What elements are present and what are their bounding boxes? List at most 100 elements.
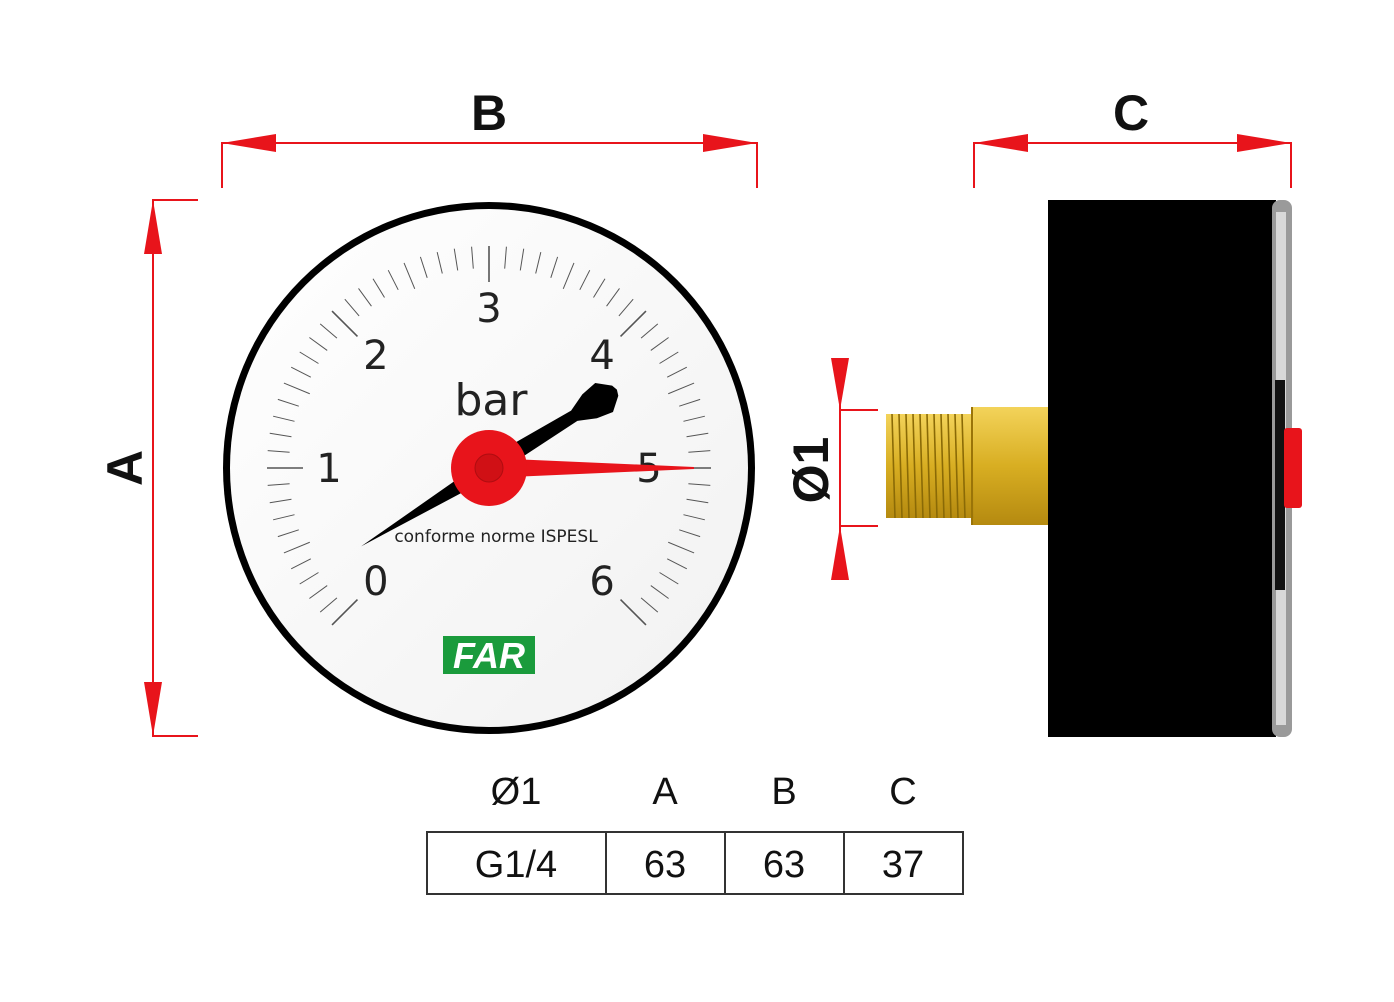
thread-groove <box>912 413 917 519</box>
gauge-tick <box>436 252 443 274</box>
table-header-thread: Ø1 <box>491 771 542 813</box>
gauge-tick <box>686 432 709 438</box>
gauge-tick <box>269 432 292 438</box>
dimension-c-arrow-right <box>1237 134 1291 152</box>
gauge-tick <box>273 415 295 422</box>
dimension-c-label: C <box>1113 85 1149 141</box>
gauge-tick <box>504 246 507 269</box>
table-border <box>426 831 964 895</box>
gauge-tick <box>659 572 679 585</box>
dimension-a-arrow-top <box>144 200 162 254</box>
gauge-tick <box>277 529 299 538</box>
gauge-scale-label: 4 <box>589 333 614 379</box>
gauge-tick <box>606 288 620 307</box>
thread-groove <box>933 413 938 519</box>
table-header-c: C <box>889 771 916 813</box>
gauge-tick <box>535 252 542 274</box>
gauge-tick <box>666 366 688 378</box>
gauge-norm-text: conforme norme ISPESL <box>394 527 598 547</box>
thread-groove <box>926 413 931 519</box>
gauge-tick <box>683 415 705 422</box>
logo-background <box>443 636 535 674</box>
gauge-pointer-side <box>1275 380 1285 590</box>
dimension-a: A <box>97 199 198 737</box>
gauge-scale-label: 2 <box>363 333 388 379</box>
dimension-thread-arrow-top <box>831 358 849 410</box>
gauge-tick <box>269 498 292 504</box>
gauge-tick <box>593 278 606 298</box>
gauge-tick <box>358 288 372 307</box>
gauge-tick <box>688 450 711 453</box>
dimensions-table: Ø1 A B C G1/4 63 63 37 <box>426 771 964 895</box>
connector-hex <box>972 407 1050 525</box>
table-cell-a: 63 <box>644 844 686 886</box>
gauge-tick <box>679 398 701 407</box>
gauge-tick <box>372 278 385 298</box>
dimension-b-label: B <box>471 85 507 141</box>
gauge-tick <box>299 351 319 364</box>
gauge-tick <box>619 598 647 626</box>
gauge-tick <box>344 298 360 317</box>
table-cell-thread: G1/4 <box>475 844 557 886</box>
table-header-a: A <box>652 771 678 813</box>
logo-text: FAR <box>453 635 525 676</box>
gauge-tick <box>668 382 695 395</box>
gauge-tick <box>453 248 459 271</box>
gauge-tick <box>299 572 319 585</box>
gauge-tick <box>283 382 310 395</box>
gauge-tick <box>640 597 659 613</box>
dimension-thread: Ø1 <box>783 358 878 580</box>
gauge-tick <box>650 585 669 599</box>
gauge-tick <box>579 269 591 291</box>
gauge-tick <box>277 398 299 407</box>
dimension-c-arrow-left <box>974 134 1028 152</box>
dimension-a-label: A <box>97 450 153 486</box>
thread-groove <box>919 413 924 519</box>
gauge-tick <box>640 323 659 339</box>
gauge-side-view <box>886 200 1302 737</box>
gauge-tick <box>666 558 688 570</box>
gauge-tick <box>290 558 312 570</box>
gauge-tick <box>387 269 399 291</box>
connector-thread-lines <box>891 413 966 519</box>
gauge-tick <box>319 597 338 613</box>
dimension-c: C <box>973 85 1292 188</box>
thread-groove <box>940 413 945 519</box>
gauge-tick <box>267 450 290 453</box>
gauge-tick <box>686 498 709 504</box>
dimension-b: B <box>221 85 758 188</box>
gauge-scale-label: 6 <box>589 559 614 605</box>
gauge-tick <box>659 351 679 364</box>
gauge-scale-label: 3 <box>476 286 501 332</box>
gauge-tick <box>650 337 669 351</box>
gauge-tick <box>471 246 474 269</box>
gauge-scale-label: 0 <box>363 559 388 605</box>
gauge-tick <box>309 337 328 351</box>
gauge-tick <box>419 256 428 278</box>
gauge-tick <box>309 585 328 599</box>
table-cell-c: 37 <box>882 844 924 886</box>
gauge-tick <box>562 262 575 289</box>
dimension-b-arrow-right <box>703 134 757 152</box>
gauge-tick <box>331 310 359 338</box>
thread-groove <box>891 413 896 519</box>
gauge-tick <box>519 248 525 271</box>
gauge-case-side <box>1048 200 1276 737</box>
gauge-tick <box>290 366 312 378</box>
gauge-tick <box>550 256 559 278</box>
gauge-hub-side <box>1284 428 1302 508</box>
dimension-thread-arrow-bottom <box>831 526 849 580</box>
dimension-a-arrow-bottom <box>144 682 162 736</box>
thread-groove <box>898 413 903 519</box>
dimension-b-arrow-left <box>222 134 276 152</box>
dimension-thread-label: Ø1 <box>783 437 839 504</box>
gauge-logo: FAR <box>443 635 535 676</box>
gauge-set-pointer <box>489 458 694 478</box>
gauge-pointer-hub-cap <box>474 453 504 483</box>
thread-connector <box>886 407 1050 525</box>
thread-groove <box>905 413 910 519</box>
gauge-tick <box>679 529 701 538</box>
gauge-front-view: 0123456 bar conforme norme ISPESL FAR <box>223 202 755 734</box>
table-cell-b: 63 <box>763 844 805 886</box>
